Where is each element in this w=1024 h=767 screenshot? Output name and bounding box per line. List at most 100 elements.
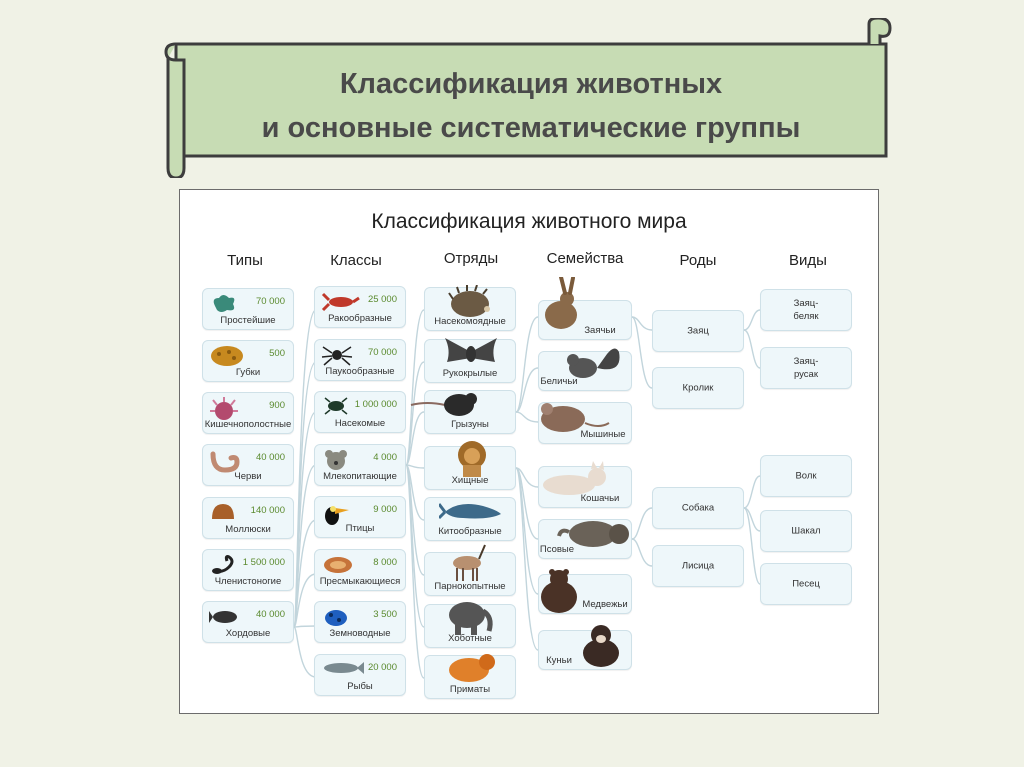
order-node-cetaceans[interactable]: Китообразные [424, 497, 516, 541]
family-node-bears[interactable]: Медвежьи [538, 569, 632, 614]
family-node-canids[interactable]: Псовые [538, 519, 632, 559]
genus-node-hare[interactable]: Заяц [652, 310, 744, 352]
type-node-protozoa[interactable]: 70 000 Простейшие [202, 288, 294, 330]
banner-title-line1: Классификация животных [339, 68, 723, 100]
type-count: 140 000 [250, 505, 285, 516]
genus-label: Кролик [682, 382, 714, 394]
class-node-amphibians[interactable]: 3 500 Земноводные [314, 601, 406, 643]
hare-icon [545, 277, 577, 329]
class-label: Земноводные [329, 628, 391, 639]
genus-label: Лисица [681, 560, 715, 572]
scroll-shape [164, 18, 892, 178]
wolf-icon [557, 521, 629, 547]
type-node-worms[interactable]: 40 000 Черви [202, 444, 294, 486]
type-node-cnidarians[interactable]: 900 Кишечнополостные [202, 392, 294, 434]
family-node-squirrels[interactable]: Беличьи [538, 348, 632, 391]
type-node-sponges[interactable]: 500 Губки [202, 340, 294, 382]
family-node-hares[interactable]: Заячьи [538, 277, 632, 340]
order-label: Грызуны [451, 419, 489, 430]
sponge-icon [211, 346, 243, 366]
type-label: Кишечнополостные [204, 419, 292, 430]
class-node-arachnids[interactable]: 70 000 Паукообразные [314, 339, 406, 381]
class-label: Ракообразные [328, 313, 392, 324]
anemone-icon [210, 397, 238, 420]
family-label: Медвежьи [582, 599, 628, 610]
species-label: Заяц- русак [793, 356, 819, 380]
family-label: Мышиные [580, 429, 626, 440]
bat-icon [445, 338, 497, 362]
class-node-mammals[interactable]: 4 000 Млекопитающие [314, 444, 406, 486]
type-node-mollusks[interactable]: 140 000 Моллюски [202, 497, 294, 539]
type-node-chordates[interactable]: 40 000 Хордовые [202, 601, 294, 643]
protozoa-icon [213, 295, 235, 312]
family-node-cats[interactable]: Кошачьи [538, 461, 632, 508]
order-node-primates[interactable]: Приматы [424, 654, 516, 699]
order-node-bats[interactable]: Рукокрылые [424, 338, 516, 383]
bear-icon [541, 569, 577, 613]
species-label: Заяц- беляк [793, 298, 819, 322]
monkey-icon [449, 654, 495, 682]
order-label: Китообразные [438, 526, 502, 537]
frog-icon [325, 610, 347, 626]
order-node-insectivores[interactable]: Насекомоядные [424, 285, 516, 331]
column-header-species: Виды [789, 252, 827, 269]
order-label: Насекомоядные [434, 316, 506, 327]
class-node-birds[interactable]: 9 000 Птицы [314, 496, 406, 538]
column-header-genera: Роды [679, 252, 717, 269]
type-count: 900 [269, 400, 285, 411]
class-count: 8 000 [373, 557, 397, 568]
scorpion-icon [212, 555, 234, 574]
class-label: Птицы [345, 523, 375, 534]
species-node-european-hare[interactable]: Заяц- русак [760, 347, 852, 389]
family-label: Кошачьи [580, 493, 620, 504]
order-node-artiodactyls[interactable]: Парнокопытные [424, 544, 516, 596]
whale-icon [439, 503, 501, 520]
rat-icon [410, 393, 477, 416]
cat-icon [543, 461, 606, 495]
class-label: Млекопитающие [323, 471, 397, 482]
type-label: Членистоногие [214, 576, 282, 587]
antelope-icon [453, 544, 486, 581]
connector-lines [293, 309, 761, 679]
order-label: Рукокрылые [442, 368, 498, 379]
family-label: Псовые [539, 544, 575, 555]
column-header-orders: Отряды [443, 250, 499, 267]
order-node-carnivores[interactable]: Хищные [424, 441, 516, 490]
species-node-mountain-hare[interactable]: Заяц- беляк [760, 289, 852, 331]
class-node-fish[interactable]: 20 000 Рыбы [314, 654, 406, 696]
column-header-classes: Классы [330, 252, 382, 269]
mollusk-icon [212, 504, 234, 519]
class-node-reptiles[interactable]: 8 000 Пресмыкающиеся [314, 549, 406, 591]
species-node-arctic-fox[interactable]: Песец [760, 563, 852, 605]
class-count: 4 000 [373, 452, 397, 463]
order-node-rodents[interactable]: Грызуны [410, 390, 516, 434]
class-count: 1 000 000 [354, 399, 397, 410]
species-label: Песец [792, 578, 820, 590]
crayfish-icon [321, 292, 360, 312]
title-banner: Классификация животных и основные систем… [164, 18, 898, 178]
insect-icon [324, 397, 348, 415]
order-node-proboscideans[interactable]: Хоботные [424, 602, 516, 648]
order-label: Парнокопытные [434, 581, 506, 592]
genus-node-rabbit[interactable]: Кролик [652, 367, 744, 409]
class-count: 20 000 [367, 662, 397, 673]
genus-node-fox[interactable]: Лисица [652, 545, 744, 587]
banner-title: Классификация животных и основные систем… [194, 62, 868, 150]
classification-diagram: Классификация животного мира Типы Классы… [179, 189, 879, 714]
type-node-arthropods[interactable]: 1 500 000 Членистоногие [202, 549, 294, 591]
order-label: Приматы [449, 684, 491, 695]
species-node-jackal[interactable]: Шакал [760, 510, 852, 552]
genus-node-dog[interactable]: Собака [652, 487, 744, 529]
type-label: Моллюски [225, 524, 271, 535]
species-node-wolf[interactable]: Волк [760, 455, 852, 497]
type-count: 70 000 [255, 296, 285, 307]
class-count: 9 000 [373, 504, 397, 515]
family-node-mustelids[interactable]: Куньи [538, 625, 632, 670]
type-label: Губки [235, 367, 261, 378]
class-node-crustaceans[interactable]: 25 000 Ракообразные [314, 286, 406, 328]
fish-icon [324, 662, 364, 674]
class-node-insects[interactable]: 1 000 000 Насекомые [314, 391, 406, 433]
family-node-mice[interactable]: Мышиные [538, 402, 632, 444]
diagram-title: Классификация животного мира [371, 210, 687, 233]
type-count: 40 000 [255, 609, 285, 620]
